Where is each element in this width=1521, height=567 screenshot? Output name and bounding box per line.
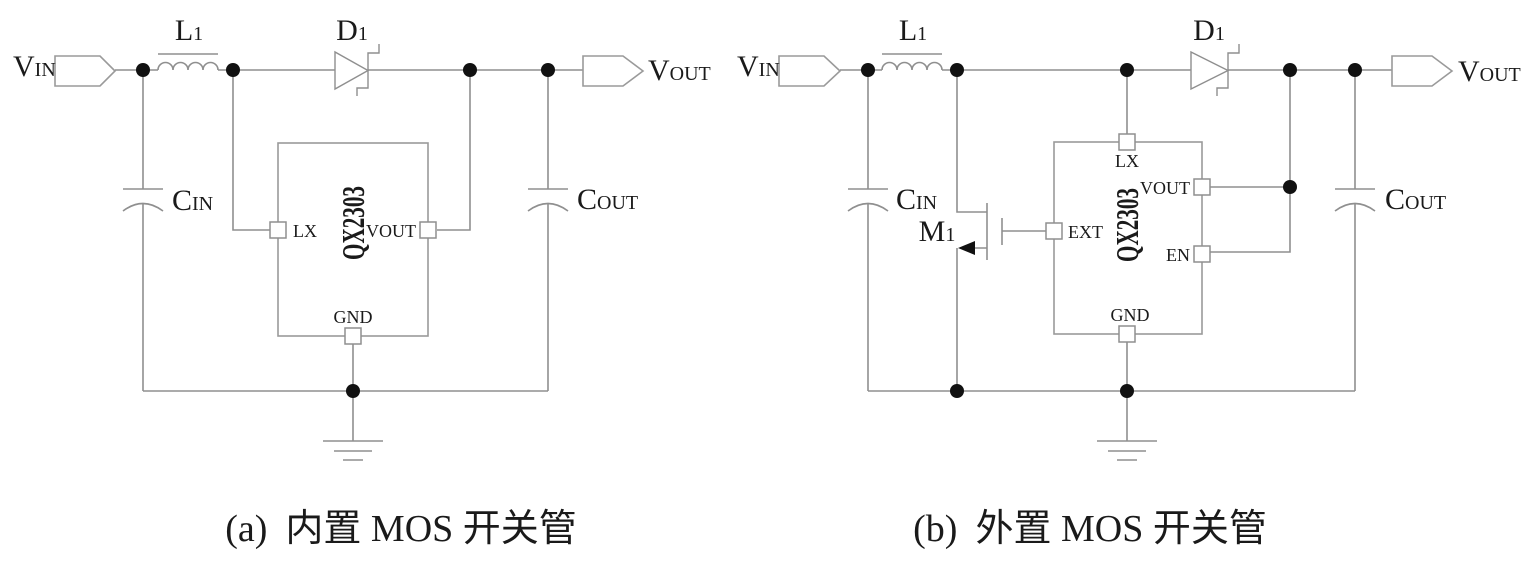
m1-label: M1 <box>918 215 956 248</box>
chip-name: QX2303 <box>1109 188 1145 262</box>
inductor-coil <box>157 61 219 71</box>
caption-b: (b) 外置 MOS 开关管 <box>913 510 1267 548</box>
pin-label-vout: VOUT <box>1140 178 1190 198</box>
caption-b-prefix: (b) <box>913 508 958 550</box>
junction-dot <box>950 63 964 77</box>
junction-dot <box>1348 63 1362 77</box>
junction-dot <box>1120 384 1134 398</box>
schottky-cathode <box>1216 44 1240 96</box>
cout-label: COUT <box>1385 183 1447 216</box>
pin-label-lx: LX <box>293 221 317 241</box>
schottky-cathode <box>356 44 380 96</box>
pin-square-vout <box>419 221 437 239</box>
pin-square-ext <box>1045 222 1063 240</box>
mosfet-source-arrow <box>958 241 975 255</box>
junction-dot <box>1283 180 1297 194</box>
l1-label: L1 <box>174 14 204 47</box>
pin-label-gnd: GND <box>333 307 373 327</box>
inductor-coil <box>881 61 943 71</box>
ground-symbol <box>1097 440 1157 461</box>
pin-label-gnd: GND <box>1110 305 1150 325</box>
d1-label: D1 <box>1193 14 1225 47</box>
pin-label-lx: LX <box>1115 151 1139 171</box>
circuit-drawing <box>54 44 1454 461</box>
chip-name: QX2303 <box>335 186 371 260</box>
cin-label: CIN <box>172 184 214 217</box>
junction-dot <box>950 384 964 398</box>
junction-dot <box>346 384 360 398</box>
d1-label: D1 <box>336 14 368 47</box>
pin-label-en: EN <box>1166 245 1190 265</box>
cin-capacitor <box>847 188 889 212</box>
junction-dot <box>463 63 477 77</box>
junction-dot <box>1120 63 1134 77</box>
cout-capacitor <box>1334 188 1376 212</box>
junction-dot <box>136 63 150 77</box>
l1-label: L1 <box>898 14 928 47</box>
vin-connector <box>778 55 842 87</box>
pin-square-gnd <box>1118 325 1136 343</box>
junction-dot <box>541 63 555 77</box>
pin-square-lx <box>269 221 287 239</box>
vout-label: VOUT <box>1458 55 1521 88</box>
pin-square-gnd <box>344 327 362 345</box>
cin-capacitor <box>122 188 164 212</box>
vin-label: VIN <box>13 50 56 83</box>
vin-connector <box>54 55 117 87</box>
cout-label: COUT <box>577 183 639 216</box>
caption-a: (a) 内置 MOS 开关管 <box>225 510 577 548</box>
diode-triangle <box>334 50 370 91</box>
ground-symbol <box>323 440 383 461</box>
junction-dot <box>861 63 875 77</box>
pin-label-ext: EXT <box>1068 222 1103 242</box>
cout-capacitor <box>527 188 569 212</box>
vout-label: VOUT <box>648 54 711 87</box>
circuit-a <box>54 44 645 461</box>
pin-square-vout <box>1193 178 1211 196</box>
caption-a-text: 内置 MOS 开关管 <box>285 508 577 550</box>
vin-label: VIN <box>737 50 780 83</box>
pin-label-vout: VOUT <box>366 221 416 241</box>
caption-b-text: 外置 MOS 开关管 <box>975 508 1267 550</box>
caption-a-prefix: (a) <box>225 508 268 550</box>
circuit-b <box>778 44 1454 461</box>
pin-square-en <box>1193 245 1211 263</box>
junction-dot <box>226 63 240 77</box>
pin-square-lx <box>1118 133 1136 151</box>
cin-label: CIN <box>896 183 938 216</box>
vout-connector <box>1391 55 1454 87</box>
diode-triangle <box>1190 50 1230 91</box>
junction-dot <box>1283 63 1297 77</box>
vout-connector <box>582 55 645 87</box>
